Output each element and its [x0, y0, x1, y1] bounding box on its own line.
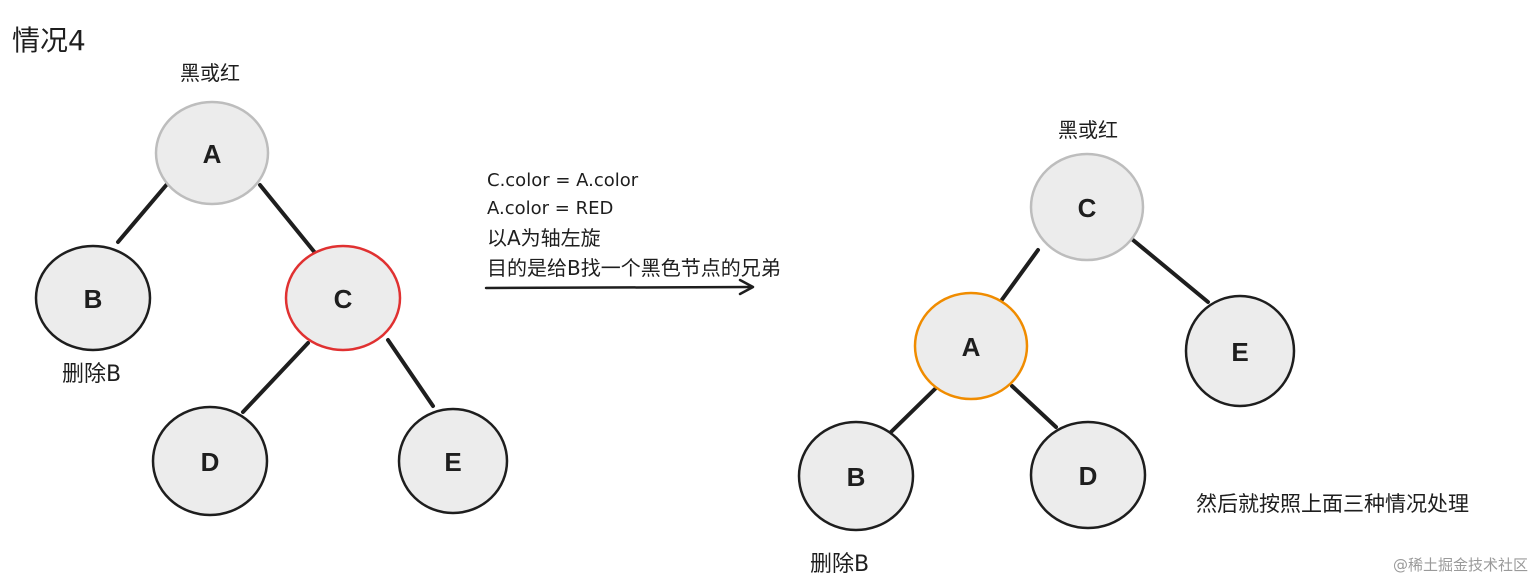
left-node-a-label: A — [203, 139, 222, 169]
watermark: @稀土掘金技术社区 — [1393, 556, 1528, 574]
left-node-c: C — [284, 244, 402, 352]
operation-line-2: A.color = RED — [487, 198, 613, 219]
right-edge-a-d — [1010, 384, 1058, 429]
right-node-a-label: A — [962, 332, 981, 362]
right-edge-c-e — [1131, 238, 1210, 304]
left-node-d: D — [151, 405, 269, 517]
right-edge-a-b — [889, 384, 940, 434]
right-node-d: D — [1029, 420, 1147, 530]
operation-line-3: 以A为轴左旋 — [487, 226, 601, 250]
left-edge-c-e — [386, 338, 435, 408]
left-node-e-label: E — [444, 447, 461, 477]
right-node-b-label: B — [847, 462, 866, 492]
transform-arrow — [484, 278, 755, 296]
left-node-c-label: C — [334, 284, 353, 314]
left-top-annotation: 黑或红 — [180, 61, 240, 85]
left-node-d-label: D — [201, 447, 220, 477]
right-tree: 黑或红 C A E B D 删除B — [797, 118, 1296, 577]
right-node-e: E — [1184, 294, 1296, 408]
right-node-d-label: D — [1079, 461, 1098, 491]
left-delete-note: 删除B — [62, 362, 121, 387]
left-edge-a-b — [116, 181, 170, 244]
operation-line-4: 目的是给B找一个黑色节点的兄弟 — [487, 256, 781, 280]
right-top-annotation: 黑或红 — [1058, 118, 1118, 142]
operation-block: C.color = A.color A.color = RED 以A为轴左旋 目… — [484, 170, 781, 296]
left-node-b: B — [34, 244, 152, 352]
right-edge-c-a — [999, 248, 1040, 303]
operation-line-1: C.color = A.color — [487, 170, 639, 191]
left-node-a: A — [154, 100, 270, 206]
right-node-b: B — [797, 420, 915, 532]
right-node-e-label: E — [1231, 337, 1248, 367]
right-node-c: C — [1029, 152, 1145, 262]
left-node-b-label: B — [84, 284, 103, 314]
left-edge-c-d — [241, 341, 310, 414]
right-node-a: A — [913, 291, 1029, 401]
left-edge-a-c — [258, 183, 318, 256]
left-tree: 黑或红 A B C D E 删除B — [34, 61, 509, 517]
left-node-e: E — [397, 407, 509, 515]
diagram-title: 情况4 — [12, 24, 86, 57]
right-delete-note: 删除B — [810, 552, 869, 577]
right-node-c-label: C — [1078, 193, 1097, 223]
footer-note: 然后就按照上面三种情况处理 — [1196, 492, 1469, 516]
